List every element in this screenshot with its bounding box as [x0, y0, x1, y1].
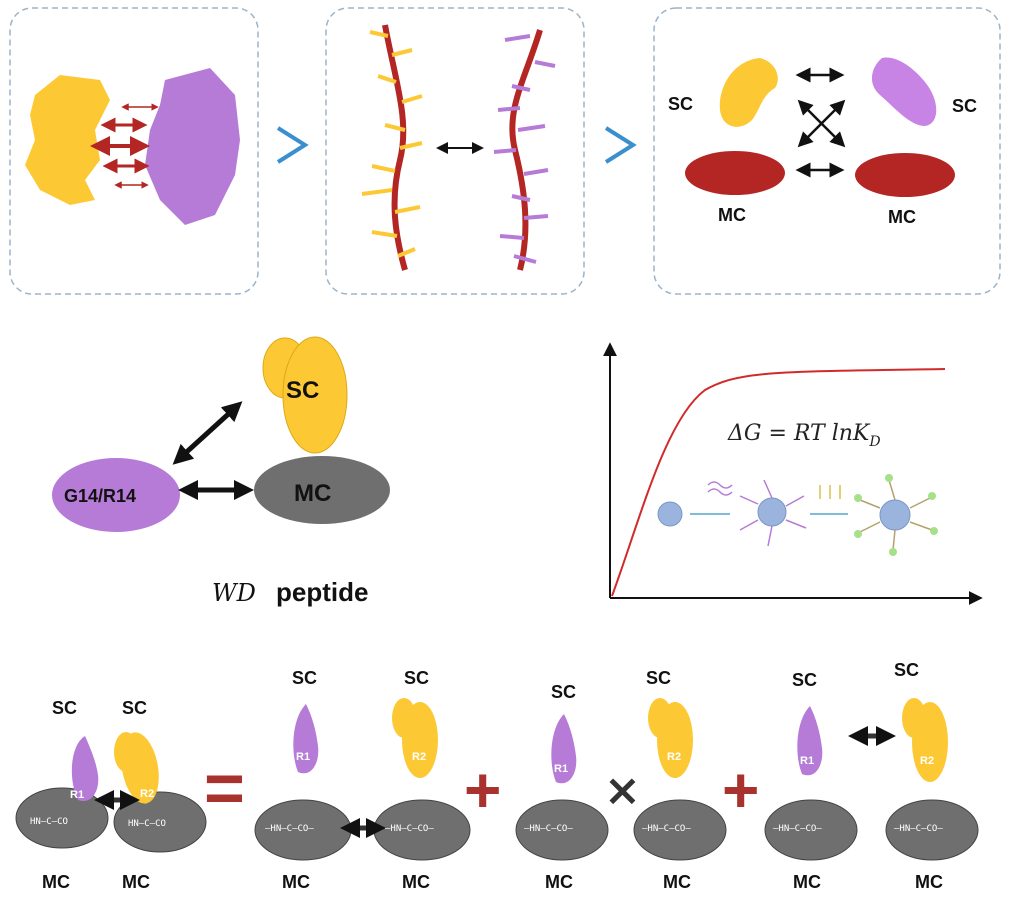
yellow-sidechain-shape — [719, 58, 778, 127]
free-energy-equation: ΔG = RT lnKD — [727, 421, 881, 450]
mc-label: MC — [545, 872, 573, 892]
mc-label: MC — [282, 872, 310, 892]
interaction-arrows — [90, 103, 159, 189]
peptide-label: G14/R14 — [64, 486, 136, 506]
sc-label: SC — [952, 96, 977, 116]
sc-label: SC — [52, 698, 77, 718]
plus-sign: + — [464, 754, 501, 826]
r1-label: R1 — [70, 789, 84, 801]
backbone-formula: –HN–C–CO– — [265, 824, 314, 834]
double-arrow — [172, 401, 243, 465]
yellow-protein-blob — [25, 75, 110, 205]
r2-sidechain-back — [902, 698, 926, 738]
equals-sign: = — [204, 749, 245, 827]
purple-protein-blob — [145, 68, 240, 225]
r1-sidechain — [293, 704, 319, 774]
mc-ellipse — [15, 787, 109, 849]
combined-interaction-group: SC SC R1 R2 HN–C–CO HN–C–CO MC MC — [15, 698, 207, 892]
mc-label: MC — [793, 872, 821, 892]
backbone-formula: HN–C–CO — [30, 817, 68, 827]
r1-sidechain — [797, 706, 823, 776]
panel-frame — [325, 7, 585, 295]
r2-sidechain-back — [648, 698, 672, 738]
r2-label: R2 — [920, 755, 934, 767]
backbone-formula: –HN–C–CO– — [385, 824, 434, 834]
top-panel-3: SC SC MC MC — [653, 7, 1001, 295]
purple-sidechain-shape — [871, 57, 937, 126]
sc-label: SC — [668, 94, 693, 114]
purple-sidechain-strand — [493, 29, 556, 271]
backbone-formula: –HN–C–CO– — [642, 824, 691, 834]
sc-ellipse — [282, 336, 348, 454]
mc-label: MC — [915, 872, 943, 892]
mc-label: MC — [42, 872, 70, 892]
cross-interaction-group: SC SC R1 R2 × –HN–C–CO– –HN–C–CO– MC MC — [515, 668, 727, 892]
r1-sidechain — [551, 714, 577, 784]
mc-label: MC — [122, 872, 150, 892]
cross-sign: × — [604, 765, 641, 816]
backbone-formula: –HN–C–CO– — [894, 824, 943, 834]
chevron-icon — [604, 126, 637, 164]
mc-ellipse-left — [685, 151, 785, 195]
sc-label: SC — [551, 682, 576, 702]
sc-label: SC — [792, 670, 817, 690]
mc-label: MC — [402, 872, 430, 892]
binding-curve-panel: ΔG = RT lnKD — [603, 342, 983, 605]
mc-label: MC — [888, 207, 916, 227]
mc-label: MC — [663, 872, 691, 892]
sc-label: SC — [404, 668, 429, 688]
r2-sidechain-back — [392, 698, 416, 738]
r2-label: R2 — [412, 751, 426, 763]
sc-label: SC — [122, 698, 147, 718]
mc-ellipse — [254, 456, 390, 524]
top-panel-2 — [325, 7, 585, 295]
mc-mc-interaction-group: SC SC R1 R2 –HN–C–CO– –HN–C–CO– MC MC — [254, 668, 471, 892]
mc-ellipse — [633, 799, 727, 861]
sc-label: SC — [646, 668, 671, 688]
bottom-equation-row: SC SC R1 R2 HN–C–CO HN–C–CO MC MC = SC S… — [15, 660, 979, 892]
plus-sign: + — [722, 754, 759, 826]
sc-label: SC — [894, 660, 919, 680]
middle-left-schematic: SC MC G14/R14 WD peptide — [52, 336, 390, 607]
mc-ellipse — [515, 799, 609, 861]
backbone-formula: –HN–C–CO– — [773, 824, 822, 834]
nanoparticle-assembly-icons — [657, 474, 938, 556]
binding-curve — [611, 368, 946, 597]
r1-label: R1 — [554, 763, 568, 775]
r1-label: R1 — [296, 751, 310, 763]
mc-label: MC — [718, 205, 746, 225]
panel-frame — [653, 7, 1001, 295]
chevron-icon — [276, 126, 309, 164]
mc-label: MC — [294, 480, 331, 507]
sc-label: SC — [286, 377, 319, 404]
peptide-ellipse — [52, 458, 180, 532]
sc-sc-interaction-group: SC SC R1 R2 –HN–C–CO– –HN–C–CO– MC MC — [764, 660, 979, 892]
r2-sidechain-back — [114, 732, 138, 772]
peptide-caption-symbol: WD — [212, 579, 256, 607]
r1-label: R1 — [800, 755, 814, 767]
top-panel-1 — [9, 7, 259, 295]
r1-sidechain — [71, 736, 99, 801]
sc-label: SC — [292, 668, 317, 688]
mc-ellipse-right — [855, 153, 955, 197]
cross-interaction-arrows — [795, 67, 846, 178]
r2-label: R2 — [140, 788, 154, 800]
mc-ellipse — [885, 799, 979, 861]
panel-frame — [9, 7, 259, 295]
peptide-caption: peptide — [276, 577, 368, 607]
backbone-formula: –HN–C–CO– — [524, 824, 573, 834]
backbone-formula: HN–C–CO — [128, 819, 166, 829]
yellow-sidechain-strand — [361, 24, 423, 271]
r2-label: R2 — [667, 751, 681, 763]
mc-ellipse — [764, 799, 858, 861]
